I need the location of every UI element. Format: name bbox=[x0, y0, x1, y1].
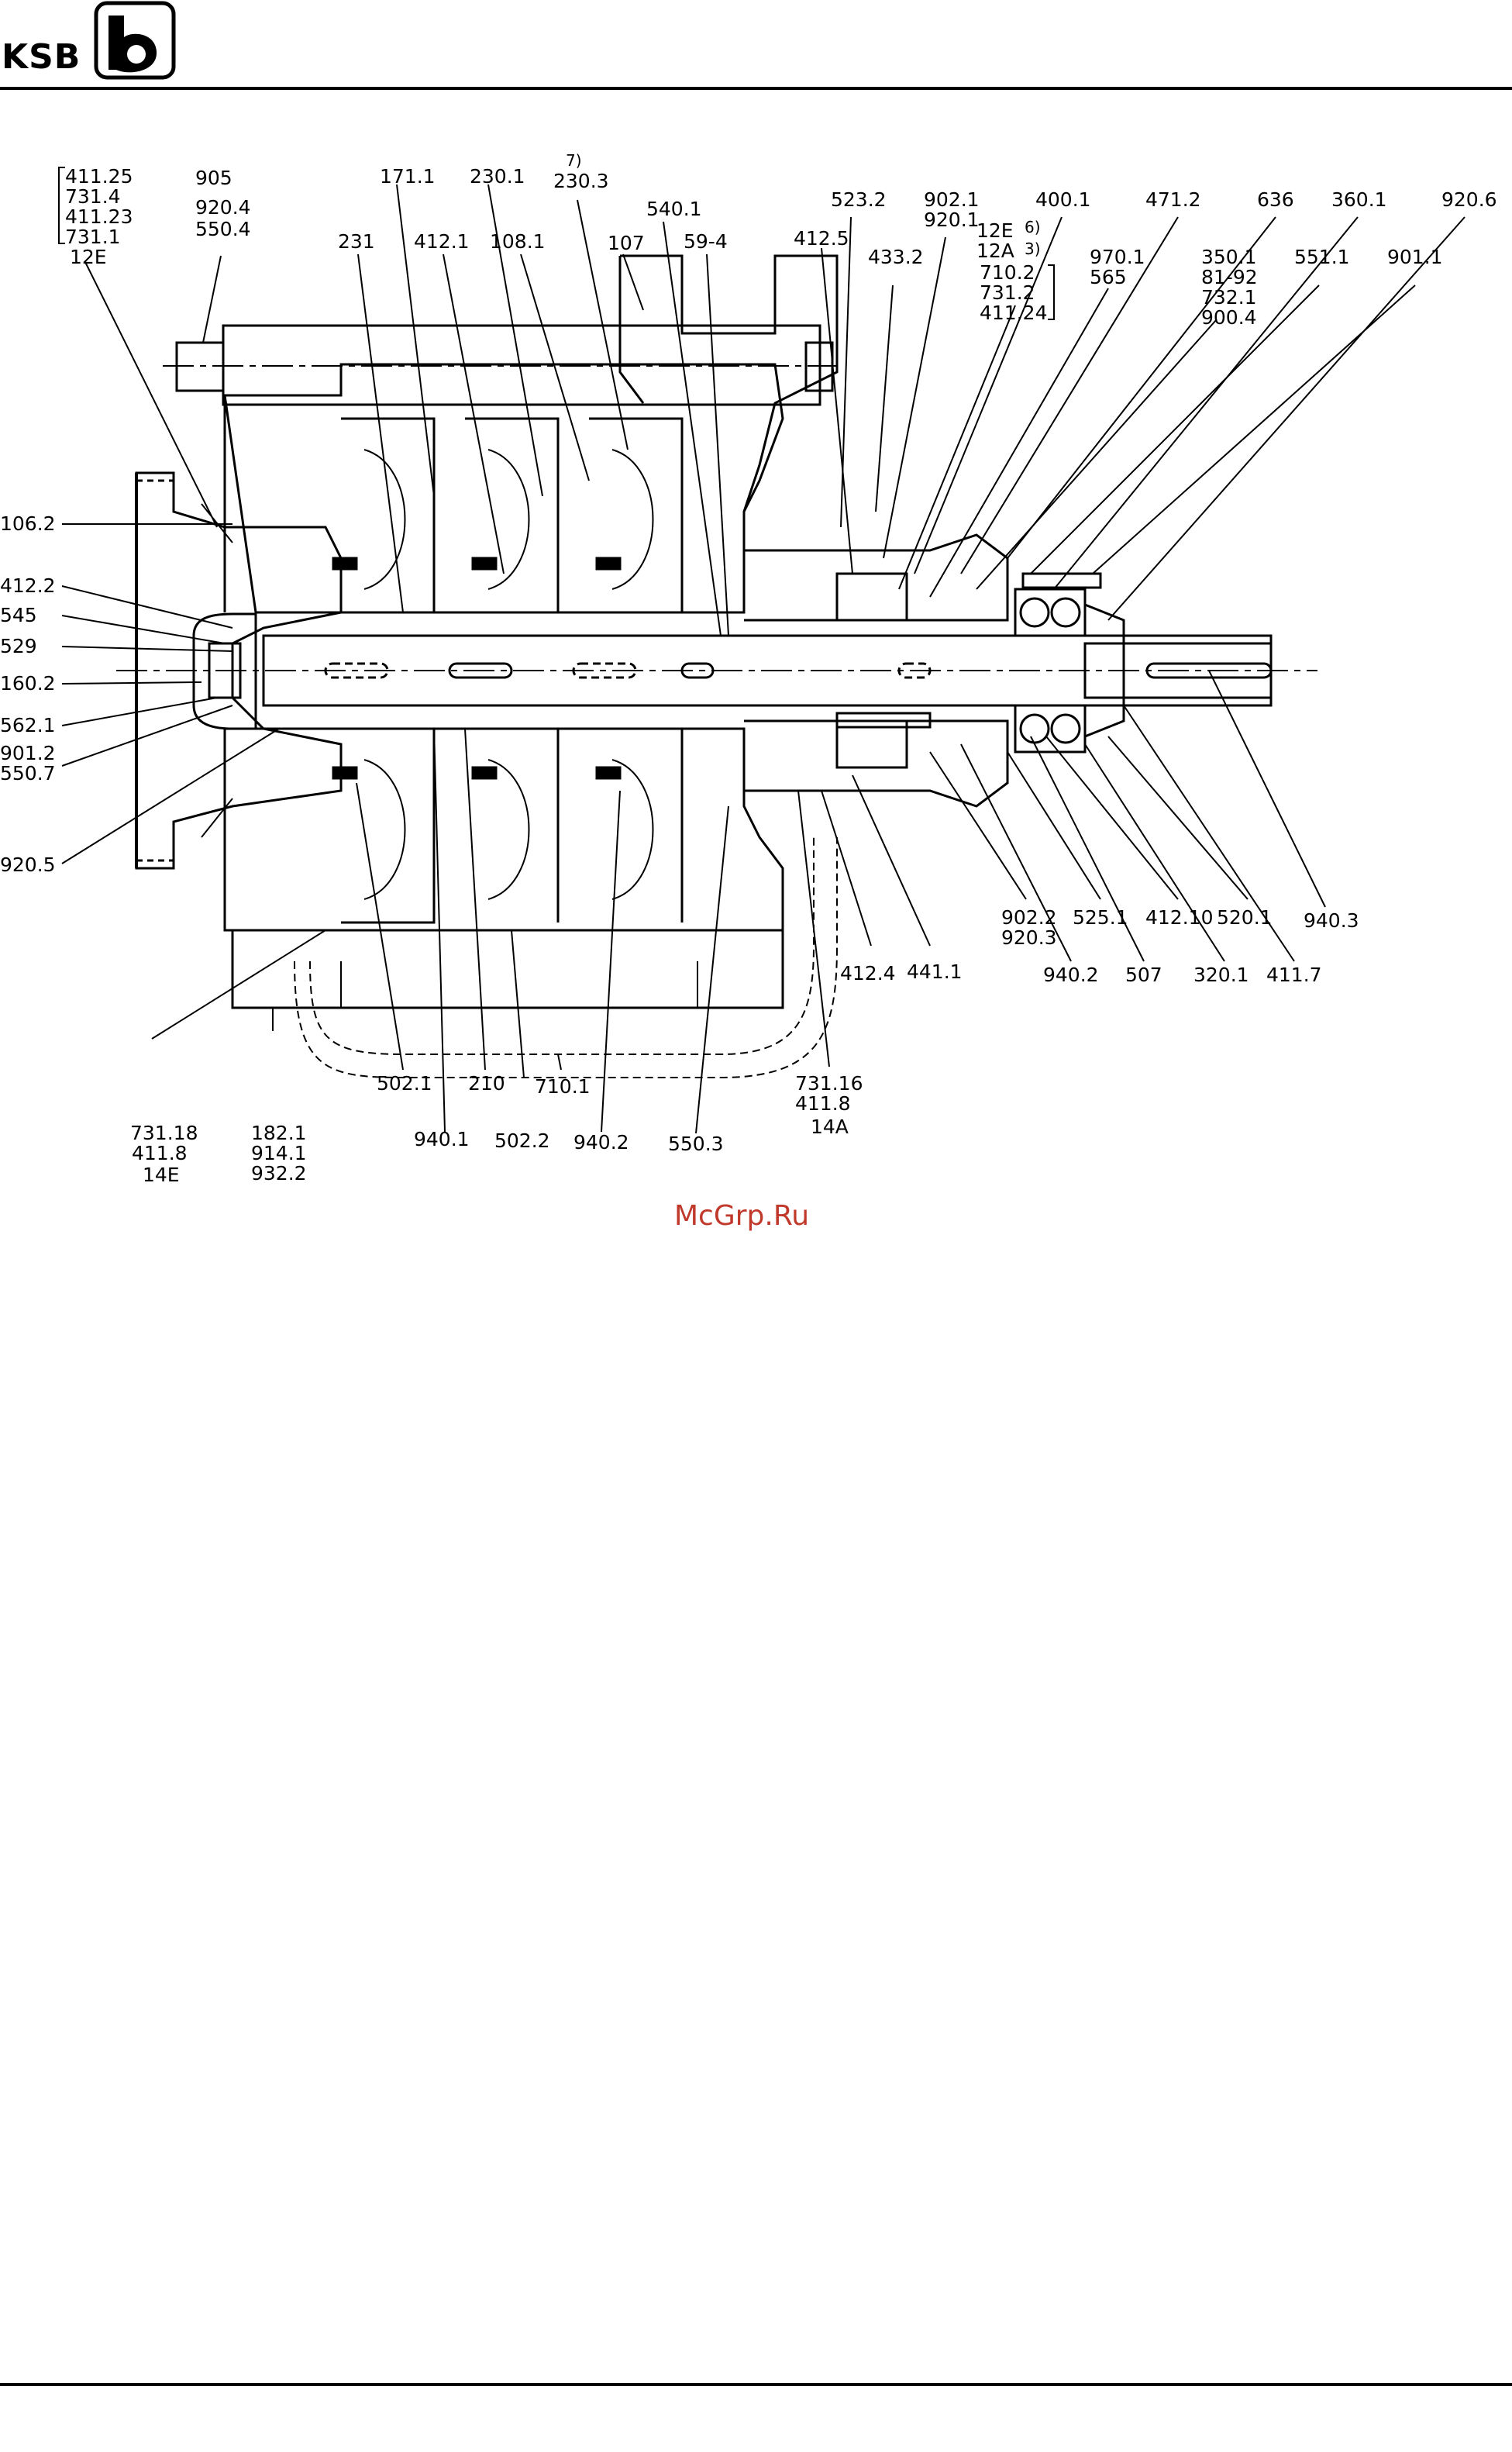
label-210: 210 bbox=[468, 1072, 505, 1095]
label-320-1: 320.1 bbox=[1193, 964, 1249, 986]
label-411-23: 411.23 bbox=[65, 205, 133, 228]
label-520-1: 520.1 bbox=[1217, 906, 1273, 929]
label-350-1: 350.1 bbox=[1201, 246, 1257, 268]
tie-bolt bbox=[175, 324, 834, 406]
label-471-2: 471.2 bbox=[1145, 188, 1201, 211]
label-412-4: 412.4 bbox=[840, 962, 896, 985]
label-970-1: 970.1 bbox=[1090, 246, 1145, 268]
label-507: 507 bbox=[1125, 964, 1162, 986]
label-731-1: 731.1 bbox=[65, 226, 121, 248]
label-550-3: 550.3 bbox=[668, 1133, 724, 1155]
label-411-24: 411.24 bbox=[980, 302, 1047, 324]
label-710-2: 710.2 bbox=[980, 261, 1035, 284]
label-411-7: 411.7 bbox=[1266, 964, 1322, 986]
label-550-7: 550.7 bbox=[0, 762, 56, 785]
label-12e-left: 12E bbox=[70, 246, 107, 268]
label-710-1: 710.1 bbox=[535, 1075, 591, 1098]
ksb-logo-mark bbox=[94, 1, 176, 80]
watermark: McGrp.Ru bbox=[674, 1200, 810, 1232]
label-901-2: 901.2 bbox=[0, 742, 56, 764]
label-901-1: 901.1 bbox=[1387, 246, 1443, 268]
label-551-1: 551.1 bbox=[1294, 246, 1350, 268]
label-731-4: 731.4 bbox=[65, 185, 121, 208]
label-914-1: 914.1 bbox=[251, 1142, 307, 1164]
bearing-housing bbox=[744, 533, 1125, 808]
label-411-8-right: 411.8 bbox=[795, 1092, 851, 1115]
label-920-1: 920.1 bbox=[924, 209, 980, 231]
label-note-7: 7) bbox=[566, 151, 582, 170]
label-731-2: 731.2 bbox=[980, 281, 1035, 304]
label-412-2: 412.2 bbox=[0, 574, 56, 597]
label-502-2: 502.2 bbox=[494, 1129, 550, 1152]
label-412-5: 412.5 bbox=[794, 227, 849, 250]
label-540-1: 540.1 bbox=[646, 198, 702, 220]
label-81-92: 81-92 bbox=[1201, 266, 1258, 288]
label-411-8-left: 411.8 bbox=[132, 1142, 188, 1164]
header-rule bbox=[0, 87, 1512, 90]
label-523-2: 523.2 bbox=[831, 188, 887, 211]
label-14a: 14A bbox=[811, 1116, 849, 1138]
label-545: 545 bbox=[0, 604, 37, 626]
label-529: 529 bbox=[0, 635, 37, 657]
label-932-2: 932.2 bbox=[251, 1162, 307, 1185]
label-note-3: 3) bbox=[1025, 240, 1041, 258]
label-731-16: 731.16 bbox=[795, 1072, 863, 1095]
label-525-1: 525.1 bbox=[1073, 906, 1128, 929]
label-902-1: 902.1 bbox=[924, 188, 980, 211]
label-160-2: 160.2 bbox=[0, 672, 56, 695]
stage-casing bbox=[223, 363, 784, 1009]
impeller-stages bbox=[332, 417, 684, 924]
label-550-4: 550.4 bbox=[195, 218, 251, 240]
label-12e-right: 12E bbox=[976, 219, 1014, 242]
label-171-1: 171.1 bbox=[380, 165, 436, 188]
label-59-4: 59-4 bbox=[684, 230, 728, 253]
label-920-6: 920.6 bbox=[1441, 188, 1497, 211]
ksb-logo: KSB bbox=[0, 0, 186, 85]
label-230-3: 230.3 bbox=[553, 170, 609, 192]
label-108-1: 108.1 bbox=[490, 230, 546, 253]
label-902-2: 902.2 bbox=[1001, 906, 1057, 929]
label-412-10: 412.10 bbox=[1145, 906, 1213, 929]
label-920-4: 920.4 bbox=[195, 196, 251, 219]
label-636: 636 bbox=[1257, 188, 1294, 211]
pump-shaft bbox=[262, 634, 1273, 707]
label-400-1: 400.1 bbox=[1035, 188, 1091, 211]
label-14e: 14E bbox=[143, 1164, 180, 1186]
label-433-2: 433.2 bbox=[868, 246, 924, 268]
label-732-1: 732.1 bbox=[1201, 286, 1257, 309]
label-920-3: 920.3 bbox=[1001, 926, 1057, 949]
label-231: 231 bbox=[338, 230, 375, 253]
label-905: 905 bbox=[195, 167, 232, 189]
label-731-18: 731.18 bbox=[130, 1122, 198, 1144]
label-940-2-right: 940.2 bbox=[1043, 964, 1099, 986]
label-441-1: 441.1 bbox=[907, 960, 963, 983]
label-note-6: 6) bbox=[1025, 218, 1041, 236]
label-562-1: 562.1 bbox=[0, 714, 56, 736]
balance-pipe bbox=[294, 837, 838, 1078]
label-940-2-bottom: 940.2 bbox=[573, 1131, 629, 1154]
label-107: 107 bbox=[608, 232, 645, 254]
label-412-1: 412.1 bbox=[414, 230, 470, 253]
footer-rule bbox=[0, 2383, 1512, 2386]
bracket-marks bbox=[58, 167, 1055, 320]
label-182-1: 182.1 bbox=[251, 1122, 307, 1144]
label-106-2: 106.2 bbox=[0, 512, 56, 535]
discharge-nozzle bbox=[618, 254, 839, 512]
label-900-4: 900.4 bbox=[1201, 306, 1257, 329]
label-360-1: 360.1 bbox=[1331, 188, 1387, 211]
label-12a: 12A bbox=[976, 240, 1014, 262]
label-940-3: 940.3 bbox=[1304, 909, 1359, 932]
label-411-25: 411.25 bbox=[65, 165, 133, 188]
label-920-5: 920.5 bbox=[0, 854, 56, 876]
label-940-1: 940.1 bbox=[414, 1128, 470, 1150]
leader-lines bbox=[61, 184, 1466, 1134]
pump-sectional-drawing: 411.25 731.4 411.23 731.1 12E 905 920.4 … bbox=[0, 151, 1497, 1186]
label-565: 565 bbox=[1090, 266, 1127, 288]
label-502-1: 502.1 bbox=[377, 1072, 432, 1095]
label-230-1: 230.1 bbox=[470, 165, 525, 188]
ksb-logo-text: KSB bbox=[2, 37, 81, 77]
